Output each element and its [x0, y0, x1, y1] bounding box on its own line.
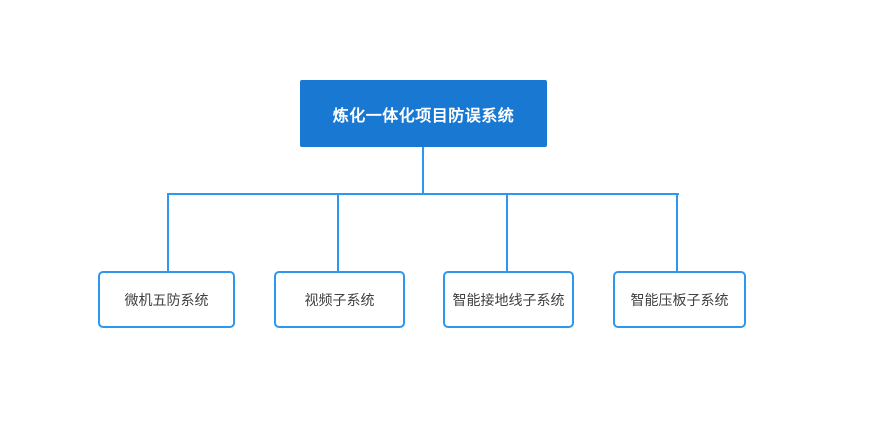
child-node-label: 视频子系统: [304, 291, 375, 308]
child-node-label: 微机五防系统: [124, 291, 209, 308]
connector-horizontal-rail: [167, 193, 679, 195]
connector-drop-4: [676, 193, 678, 271]
root-node-label: 炼化一体化项目防误系统: [332, 107, 515, 125]
child-node-video-subsystem[interactable]: 视频子系统: [274, 271, 405, 328]
root-node[interactable]: 炼化一体化项目防误系统: [300, 80, 547, 147]
child-node-grounding-wire-subsystem[interactable]: 智能接地线子系统: [443, 271, 574, 328]
child-node-label: 智能接地线子系统: [452, 291, 565, 308]
child-node-pressure-plate-subsystem[interactable]: 智能压板子系统: [613, 271, 746, 328]
connector-drop-1: [167, 193, 169, 271]
connector-root-stem: [422, 147, 424, 193]
child-node-wuji-wufang[interactable]: 微机五防系统: [98, 271, 235, 328]
connector-drop-2: [337, 193, 339, 271]
child-node-label: 智能压板子系统: [630, 291, 729, 308]
connector-drop-3: [506, 193, 508, 271]
